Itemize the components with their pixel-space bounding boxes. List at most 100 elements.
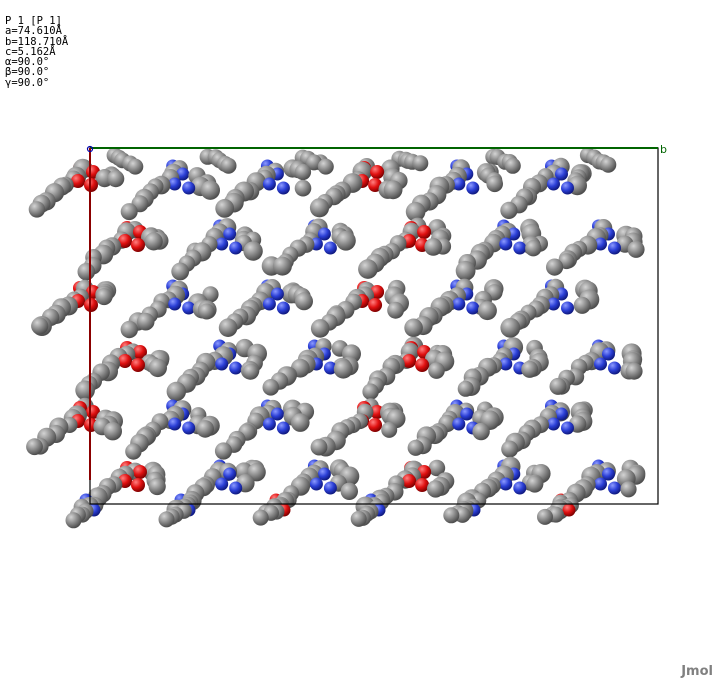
nitrogen-atom <box>223 227 237 241</box>
carbon-atom <box>387 301 404 319</box>
carbon-atom <box>573 296 591 314</box>
carbon-atom <box>549 377 567 395</box>
oxygen-atom <box>368 298 383 312</box>
oxygen-atom <box>562 503 576 517</box>
carbon-atom <box>242 363 259 380</box>
nitrogen-atom <box>168 177 182 191</box>
carbon-atom <box>600 156 617 173</box>
carbon-atom <box>620 481 637 498</box>
carbon-atom <box>504 157 521 174</box>
cell-a-label: a=74.610Å <box>5 25 62 38</box>
axis-b-label: b <box>660 143 667 156</box>
carbon-atom <box>428 362 445 379</box>
oxygen-atom <box>71 174 85 188</box>
carbon-atom <box>148 358 167 378</box>
unit-cell-info: P 1 [P 1] a=74.610Å b=118.710Å c=5.162Å … <box>5 15 69 89</box>
carbon-atom <box>196 420 214 438</box>
cell-beta-label: β=90.0° <box>5 66 50 79</box>
carbon-atom <box>333 359 353 379</box>
cell-b-label: b=118.710Å <box>5 35 69 48</box>
carbon-atom <box>291 413 310 432</box>
nitrogen-atom <box>182 181 196 195</box>
nitrogen-atom <box>547 177 560 191</box>
carbon-atom <box>521 360 539 378</box>
nitrogen-atom <box>594 237 607 251</box>
carbon-atom <box>424 238 443 256</box>
nitrogen-atom <box>561 421 574 435</box>
nitrogen-atom <box>276 301 290 315</box>
oxygen-atom <box>133 465 147 479</box>
carbon-atom <box>501 440 519 458</box>
nitrogen-atom <box>323 481 337 495</box>
carbon-atom <box>457 380 474 397</box>
carbon-atom <box>215 199 235 218</box>
nitrogen-atom <box>262 177 276 191</box>
nitrogen-atom <box>547 417 560 431</box>
nitrogen-atom <box>323 361 337 375</box>
carbon-atom <box>443 507 460 524</box>
carbon-atom <box>127 158 144 175</box>
nitrogen-atom <box>262 417 276 431</box>
oxygen-atom <box>118 234 132 248</box>
carbon-atom <box>412 155 429 172</box>
carbon-atom <box>294 163 312 181</box>
carbon-atom <box>455 260 476 281</box>
nitrogen-atom <box>215 357 229 371</box>
nitrogen-atom <box>499 477 513 491</box>
carbon-atom <box>95 288 113 306</box>
oxygen-atom <box>118 354 132 368</box>
carbon-atom <box>107 170 125 188</box>
nitrogen-atom <box>452 417 466 431</box>
carbon-atom <box>486 175 504 193</box>
nitrogen-atom <box>323 241 337 255</box>
carbon-atom <box>198 303 215 320</box>
nitrogen-atom <box>168 417 182 431</box>
carbon-atom <box>627 240 645 258</box>
nitrogen-atom <box>499 237 513 251</box>
jmol-logo: Jmol <box>681 664 713 679</box>
carbon-atom <box>272 256 292 276</box>
carbon-atom <box>537 508 553 525</box>
cell-alpha-label: α=90.0° <box>5 56 50 69</box>
nitrogen-atom <box>602 467 615 481</box>
carbon-atom <box>75 380 95 401</box>
oxygen-atom <box>133 345 147 359</box>
carbon-atom <box>309 198 330 218</box>
nitrogen-atom <box>561 181 574 195</box>
carbon-atom <box>625 362 643 380</box>
nitrogen-atom <box>229 481 243 495</box>
oxygen-atom <box>402 474 417 488</box>
carbon-atom <box>295 292 313 311</box>
carbon-atom <box>243 241 263 261</box>
carbon-atom <box>252 509 269 526</box>
carbon-atom <box>477 301 497 321</box>
nitrogen-atom <box>317 227 331 241</box>
nitrogen-atom <box>513 481 527 495</box>
carbon-atom <box>120 320 138 339</box>
carbon-atom <box>218 318 238 338</box>
nitrogen-atom <box>215 237 229 251</box>
nitrogen-atom <box>270 407 284 421</box>
carbon-atom <box>158 511 175 528</box>
nitrogen-atom <box>223 467 237 481</box>
nitrogen-atom <box>276 181 290 195</box>
nitrogen-atom <box>547 297 560 311</box>
nitrogen-atom <box>608 361 621 375</box>
nitrogen-atom <box>602 347 615 361</box>
carbon-atom <box>525 240 542 257</box>
nitrogen-atom <box>594 477 607 491</box>
axis-origin <box>86 145 94 153</box>
carbon-atom <box>454 506 471 523</box>
carbon-atom <box>407 439 424 456</box>
carbon-atom <box>358 259 378 279</box>
carbon-atom <box>500 317 521 338</box>
nitrogen-atom <box>466 301 480 315</box>
oxygen-atom <box>368 418 383 432</box>
carbon-atom <box>472 422 490 441</box>
space-group-label: P 1 [P 1] <box>5 15 62 27</box>
carbon-atom <box>500 201 518 219</box>
nitrogen-atom <box>608 241 621 255</box>
carbon-atom <box>171 262 190 281</box>
